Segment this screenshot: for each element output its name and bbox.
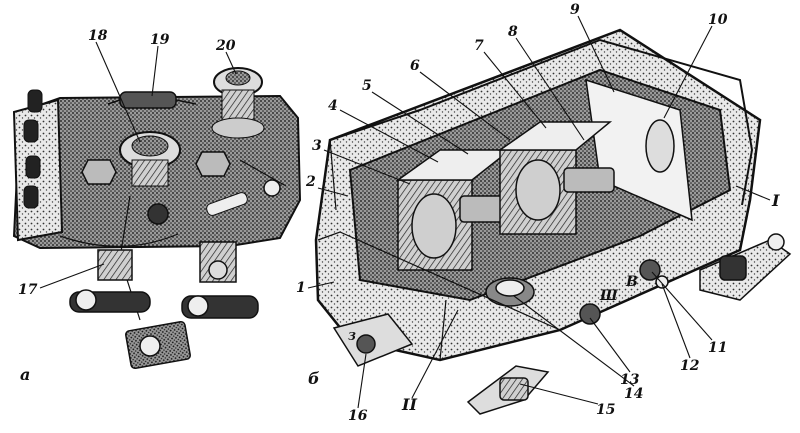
callout-12: 12 xyxy=(680,358,700,374)
housing-edge-lines xyxy=(317,139,561,361)
bracket-15 xyxy=(466,365,550,415)
callout-7: 7 xyxy=(474,38,484,54)
callout-4: 4 xyxy=(328,98,338,114)
relay-left xyxy=(395,149,521,271)
callout-20: 20 xyxy=(215,38,236,54)
terminal-mark-z: З xyxy=(348,330,356,343)
terminal-mark-v: В xyxy=(625,274,638,290)
callout-10: 10 xyxy=(708,12,728,28)
callout-1: 1 xyxy=(296,280,306,296)
callout-II: II xyxy=(401,395,417,414)
small-resistor xyxy=(206,192,248,216)
terminal-plate-16 xyxy=(332,313,414,367)
cover-rim xyxy=(329,38,754,206)
callout-3: 3 xyxy=(312,138,322,154)
callout-15: 15 xyxy=(596,402,615,418)
view-label-b: б xyxy=(308,369,320,388)
callout-labels: 18 19 20 17 1 2 3 4 5 6 7 8 9 10 I 11 12… xyxy=(18,2,780,424)
resistor-19 xyxy=(107,91,197,109)
callout-11: 11 xyxy=(708,340,727,356)
contact-20 xyxy=(211,67,265,139)
side-terminals xyxy=(579,259,669,325)
left-terminals xyxy=(23,89,43,209)
resistor-10 xyxy=(645,119,675,173)
terminal-mark-sh: Ш xyxy=(599,288,619,304)
callout-14: 14 xyxy=(624,386,643,402)
relay-right xyxy=(497,121,615,235)
panel-nuts xyxy=(81,151,281,225)
callout-2: 2 xyxy=(305,174,316,190)
callout-18: 18 xyxy=(88,28,108,44)
view-b-housing-assembly xyxy=(314,28,792,415)
callout-I: I xyxy=(771,191,780,210)
callout-16: 16 xyxy=(348,408,368,424)
view-label-a: а xyxy=(20,365,30,384)
view-a-panel-assembly xyxy=(12,67,302,370)
bracket-right xyxy=(699,233,792,301)
callout-8: 8 xyxy=(508,24,518,40)
callout-19: 19 xyxy=(150,32,170,48)
callout-9: 9 xyxy=(570,2,580,18)
callout-17: 17 xyxy=(18,282,38,298)
callout-6: 6 xyxy=(410,58,420,74)
callout-13: 13 xyxy=(620,372,640,388)
contact-18 xyxy=(119,131,181,187)
lower-terminals xyxy=(69,241,259,370)
callout-5: 5 xyxy=(362,78,372,94)
leader-lines xyxy=(39,15,771,409)
adjuster-14 xyxy=(485,277,535,307)
